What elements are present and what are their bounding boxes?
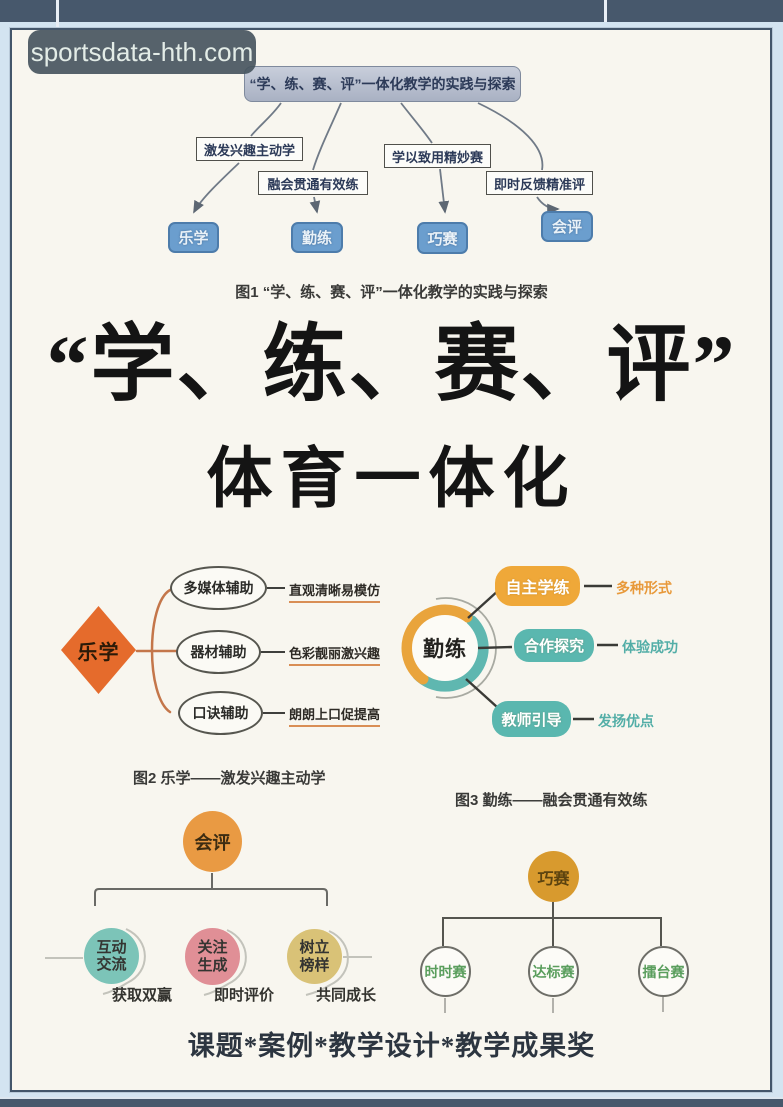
fig2-caption: 图2 乐学——激发兴趣主动学	[133, 770, 326, 787]
fig4-circle-line: 关注	[197, 939, 228, 957]
fig1-branch-label-compete: 学以致用精妙赛	[384, 144, 491, 168]
fig1-title-box: “学、练、赛、评”一体化教学的实践与探索	[244, 66, 521, 102]
fig4-circle-role-model: 树立 榜样	[287, 929, 342, 984]
fig2-oval-mnemonic: 口诀辅助	[178, 691, 263, 735]
fig3-note-3: 发扬优点	[598, 713, 654, 729]
fig4-circle-generation: 关注 生成	[185, 928, 240, 985]
fig4-circle-line: 生成	[197, 956, 228, 974]
fig2-note-1: 直观清晰易模仿	[289, 580, 381, 603]
fig2-oval-multimedia: 多媒体辅助	[170, 566, 267, 610]
fig3-pill-self-study: 自主学练	[495, 566, 580, 606]
watermark: sportsdata-hth.com	[28, 30, 256, 74]
fig1-branch-label-evaluate: 即时反馈精准评	[486, 171, 593, 195]
fig1-caption: 图1 “学、练、赛、评”一体化教学的实践与探索	[235, 284, 548, 301]
fig2-oval-equipment: 器材辅助	[176, 630, 261, 674]
fig5-circle-standard-race: 达标赛	[528, 946, 579, 997]
fig1-node-practice: 勤练	[291, 222, 343, 253]
fig1-branch-label-practice: 融会贯通有效练	[258, 171, 368, 195]
fig3-pill-teacher-guide: 教师引导	[492, 701, 571, 737]
fig5-center-circle: 巧赛	[528, 851, 579, 902]
fig5-circle-timed-race: 时时赛	[420, 946, 471, 997]
fig4-circle-line: 交流	[96, 956, 127, 973]
fig3-center-circle: 勤练	[423, 638, 467, 661]
fig3-caption: 图3 勤练——融会贯通有效练	[455, 792, 648, 809]
fig5-circle-arena-race: 擂台赛	[638, 946, 689, 997]
fig2-note-2: 色彩靓丽激兴趣	[289, 643, 381, 666]
fig1-node-learn: 乐学	[168, 222, 219, 253]
main-title-line2: 体育一体化	[206, 443, 577, 516]
fig3-note-1: 多种形式	[616, 580, 672, 596]
poster-card	[10, 28, 772, 1092]
fig3-note-2: 体验成功	[622, 639, 678, 655]
fig4-circle-line: 榜样	[299, 956, 330, 974]
fig4-circle-line: 树立	[299, 939, 330, 957]
fig4-note-1: 获取双赢	[112, 987, 173, 1004]
footer-text: 课题*案例*教学设计*教学成果奖	[187, 1031, 596, 1061]
fig4-note-3: 共同成长	[316, 987, 377, 1004]
fig1-node-evaluate: 会评	[541, 211, 593, 242]
fig2-note-3: 朗朗上口促提高	[289, 704, 381, 727]
frame-tick-left	[56, 0, 59, 30]
fig3-pill-cooperate: 合作探究	[514, 629, 594, 662]
bottom-frame-bar	[0, 1097, 783, 1107]
fig4-note-2: 即时评价	[214, 987, 275, 1004]
fig4-circle-interaction: 互动 交流	[84, 928, 139, 984]
main-title-line1: “学、练、赛、评”	[46, 319, 737, 412]
fig1-branch-label-learn: 激发兴趣主动学	[196, 137, 303, 161]
top-frame-bar	[0, 0, 783, 22]
fig1-node-compete: 巧赛	[417, 222, 468, 254]
fig4-center-circle: 会评	[183, 811, 242, 872]
fig4-circle-line: 互动	[96, 938, 127, 956]
frame-tick-right	[604, 0, 607, 22]
